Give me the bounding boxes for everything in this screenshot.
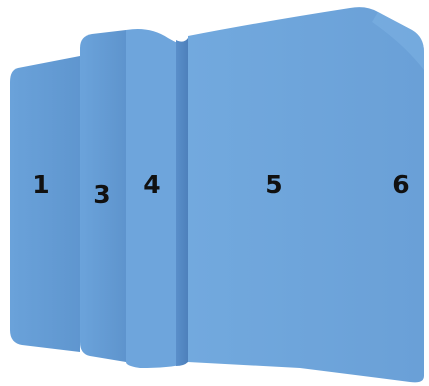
label-3: 3 bbox=[93, 180, 110, 209]
block-5-face bbox=[188, 7, 424, 382]
block-1-face bbox=[10, 56, 80, 352]
block-4-side-shadow bbox=[176, 38, 188, 366]
label-6: 6 bbox=[392, 170, 409, 199]
label-1: 1 bbox=[32, 170, 49, 199]
label-4: 4 bbox=[143, 170, 160, 199]
label-5: 5 bbox=[265, 170, 282, 199]
